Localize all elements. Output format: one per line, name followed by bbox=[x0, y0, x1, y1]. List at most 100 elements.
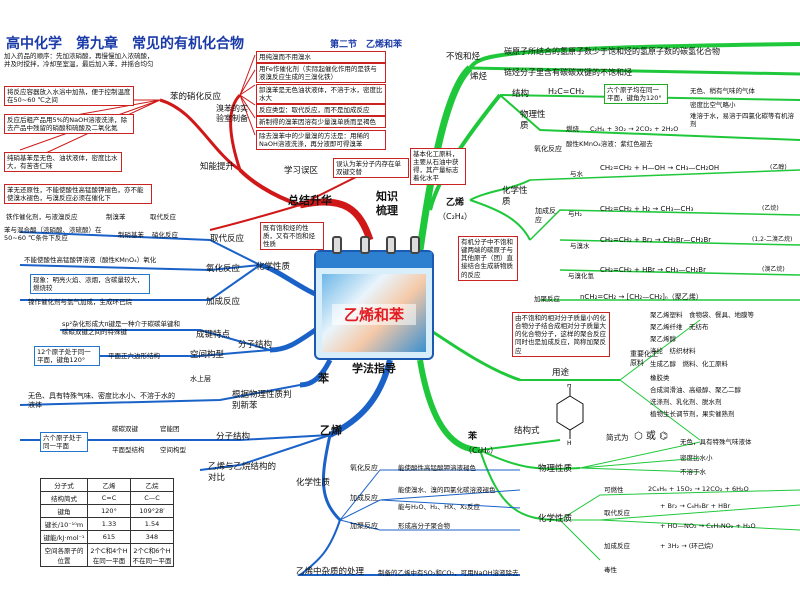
table-cell: 分子式 bbox=[40, 478, 88, 492]
table-cell: 乙烷 bbox=[130, 478, 174, 492]
table-cell: 键长/10⁻¹⁰m bbox=[40, 517, 88, 531]
table-cell: 615 bbox=[87, 530, 131, 544]
poly-def: 由不饱和的相对分子质量小的化合物分子结合成相对分子质量大的化合物分子，这样的聚合… bbox=[512, 312, 610, 357]
table-cell: 120° bbox=[87, 504, 131, 518]
add-label: 加成反应 bbox=[350, 494, 378, 502]
basic-note: 基本化工原料，主要从石油中获得，其产量标志着化水平 bbox=[410, 148, 466, 185]
bromoethane-label: (溴乙烷) bbox=[762, 266, 785, 273]
table-cell: 109°28′ bbox=[130, 504, 174, 518]
hexagon: 平面正六边形结构 bbox=[108, 352, 160, 360]
bromobenzene: 制溴苯 bbox=[106, 213, 126, 221]
combust-label: 可燃性 bbox=[604, 486, 624, 494]
bromine-item-5: 新制得的溴苯因溶有少量溴单质而呈褐色 bbox=[256, 116, 386, 129]
space-struct: 空间构型 bbox=[160, 446, 186, 454]
compare-title: 乙烯与乙烷结构的对比 bbox=[208, 462, 277, 483]
mistake-note: 误认为苯分子内存在单双键交替 bbox=[333, 158, 409, 179]
table-row: 键能/kJ·mol⁻¹ 615 348 bbox=[40, 530, 174, 544]
bromine-label: 溴苯的实验室制备 bbox=[216, 104, 248, 123]
table-cell: 结构简式 bbox=[40, 491, 88, 505]
nitration-wash: 反应后粗产品用5%的NaOH溶液洗涤，除去产品中残留的硝酸和硫酸及二氧化氮 bbox=[4, 114, 134, 135]
addn-label: 加成反应 bbox=[604, 542, 630, 550]
table-cell: 1.54 bbox=[130, 517, 174, 531]
table-cell: 乙烯 bbox=[87, 478, 131, 492]
space-label: 空间构型 bbox=[190, 350, 225, 360]
use-item-1: 聚乙烯塑料 食物袋、餐具、地膜等 bbox=[650, 311, 754, 319]
combustion-note: 现象：明亮火焰、浓烟，含碳量较大，燃烧较 bbox=[30, 274, 150, 295]
addition-label: 加成反应 bbox=[206, 297, 241, 307]
addition-note: 镍作催化剂与氢气加成，生成环己烷 bbox=[28, 298, 132, 306]
use-item-3: 聚乙烯醇 bbox=[650, 335, 676, 343]
dibromo-label: (1,2-二溴乙烷) bbox=[752, 236, 793, 243]
subst-eq-1: + Br₂ → C₆H₅Br + HBr bbox=[660, 502, 731, 510]
nitration-intro: 加入药品的顺序：先加浓硝酸，再慢慢加入浓硫酸，并及时搅拌，冷却至室温，最后加入苯… bbox=[4, 52, 154, 69]
branch-mistake: 学习误区 bbox=[284, 166, 319, 176]
benzene-formula: （C₆H₆） bbox=[464, 446, 499, 455]
structure-label: 分子结构 bbox=[238, 340, 273, 350]
struct-label: 结构 bbox=[512, 89, 530, 99]
nitration-product: 纯硝基苯是无色、油状液体，密度比水大，有苦杏仁味 bbox=[4, 152, 122, 173]
phys-1: 无色、稍有气味的气体 bbox=[690, 87, 755, 95]
table-row: 结构简式 C=C C—C bbox=[40, 491, 174, 505]
benzene-phys-1: 无色，具有特殊气味液体 bbox=[680, 438, 752, 446]
double-bond: 碳碳双键 bbox=[112, 425, 138, 433]
use-item-2: 聚乙烯纤维 无纺布 bbox=[650, 323, 709, 331]
table-cell: 键能/kJ·mol⁻¹ bbox=[40, 530, 88, 544]
ethane-label: (乙烷) bbox=[762, 205, 779, 212]
use-item-4: 涤纶 纺织材料 bbox=[650, 347, 696, 355]
subst-label: 取代反应 bbox=[604, 509, 630, 517]
svg-text:H: H bbox=[567, 440, 572, 446]
chem-prop-label: 化学性质 bbox=[256, 262, 291, 272]
burn-eq: C₂H₄ + 3O₂ → 2CO₂ + 2H₂O bbox=[590, 125, 679, 133]
struct-label-right: 结构式 bbox=[514, 426, 540, 436]
nitration-label: 苯的硝化反应 bbox=[170, 92, 222, 102]
table-cell: 2个C和4个H在同一平面 bbox=[87, 543, 131, 567]
bromine-item-2: 用Fe作催化剂（实际起催化作用的是铁与液溴反应生成的三溴化铁） bbox=[256, 63, 386, 84]
unsat-def: 碳原子所结合的氢原子数少于饱和烃的氢原子数的碳氢化合物 bbox=[504, 47, 720, 56]
ox-label: 氧化反应 bbox=[350, 464, 378, 472]
chem-label-right: 化学性质 bbox=[502, 186, 528, 207]
nitro-make: 制硝基苯 bbox=[118, 231, 144, 239]
table-row: 空间各原子的位置 2个C和4个H在同一平面 2个C和6个H不在同一平面 bbox=[40, 543, 174, 567]
uses-label: 用途 bbox=[552, 368, 570, 378]
burn-label: 燃烧 bbox=[566, 125, 579, 133]
oxid-label: 氧化反应 bbox=[534, 145, 562, 153]
benzene-phys-3: 不溶于水 bbox=[680, 468, 706, 476]
with-water: 与水 bbox=[570, 170, 583, 178]
combust-eq: 2C₆H₆ + 15O₂ → 12CO₂ + 6H₂O bbox=[648, 485, 749, 493]
table-cell: 348 bbox=[130, 530, 174, 544]
compare-table: 分子式 乙烯 乙烷 结构简式 C=C C—C 键角 120° 109°28′ 键… bbox=[40, 478, 174, 567]
nitro-cond: 苯与混合酸（浓硝酸、浓硫酸）在50~60 ℃条件下反应 bbox=[4, 226, 102, 243]
h2-eq: CH₂=CH₂ + H₂ → CH₃—CH₃ bbox=[600, 205, 694, 213]
table-cell: C—C bbox=[130, 491, 174, 505]
use-item-6: 橡胶类 bbox=[650, 374, 670, 382]
oxidation-label: 氧化反应 bbox=[206, 264, 241, 274]
bond-label: 成键特点 bbox=[196, 330, 231, 340]
simple-label: 简式为 bbox=[606, 433, 629, 442]
center-node: 乙烯和苯 bbox=[314, 236, 434, 360]
substitution-2: 取代反应 bbox=[210, 234, 245, 244]
kmno4-note: 酸性KMnO₄溶液：紫红色褪去 bbox=[566, 140, 653, 148]
br2-eq: CH₂=CH₂ + Br₂ → CH₂Br—CH₂Br bbox=[600, 236, 712, 244]
phys-3: 难溶于水，易溶于四氯化碳等有机溶剂 bbox=[690, 112, 794, 129]
six-atoms: 六个原子处于同一平面 bbox=[40, 432, 88, 453]
section-title: 第二节 乙烯和苯 bbox=[330, 40, 403, 50]
chem-label: 化学性质 bbox=[296, 478, 331, 488]
flat-struct: 平面型结构 bbox=[112, 446, 145, 454]
calendar-icon: 乙烯和苯 bbox=[314, 250, 434, 360]
center-title: 乙烯和苯 bbox=[332, 304, 416, 325]
table-row: 分子式 乙烯 乙烷 bbox=[40, 478, 174, 492]
alkene-label: 烯烃 bbox=[470, 72, 488, 82]
table-cell: C=C bbox=[87, 491, 131, 505]
ethanol-label: (乙醇) bbox=[770, 164, 787, 171]
mol-struct-label: 分子结构 bbox=[216, 432, 251, 442]
phys-label-benzene: 物理性质 bbox=[538, 464, 573, 474]
bromine-item-4: 反应类型：取代反应，而不是加成反应 bbox=[256, 104, 386, 117]
alkene-def: 链烃分子里含有碳碳双键的不饱和烃 bbox=[504, 68, 632, 77]
table-cell: 键角 bbox=[40, 504, 88, 518]
benzene-branch: 苯 bbox=[318, 372, 329, 385]
benzene-phys: 无色、具有特殊气味、密度比水小、不溶于水的液体 bbox=[28, 392, 175, 409]
nitration-temp: 将反应容器放入水浴中加热，便于控制温度在50~60 ℃之间 bbox=[4, 86, 134, 107]
page-title: 高中化学 第九章 常见的有机化合物 bbox=[6, 36, 244, 52]
